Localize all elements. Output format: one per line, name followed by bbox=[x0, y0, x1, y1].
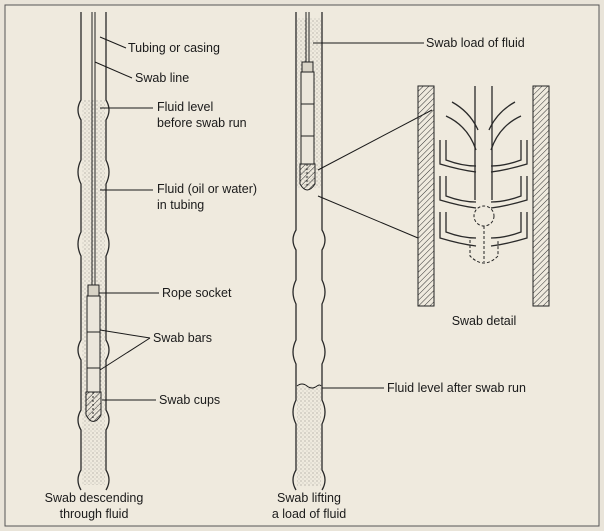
caption-left-line-1: Swab descending bbox=[45, 491, 144, 505]
left-well-tubing bbox=[77, 12, 110, 491]
label-tubing-or-casing: Tubing or casing bbox=[128, 41, 220, 55]
left-swab-bars bbox=[86, 295, 101, 393]
label-swab-load-of-fluid: Swab load of fluid bbox=[426, 36, 525, 50]
left-swab-cups bbox=[85, 391, 102, 422]
label-rope-socket: Rope socket bbox=[162, 286, 232, 300]
label-swab-detail: Swab detail bbox=[452, 314, 517, 328]
middle-well-tubing bbox=[292, 12, 326, 491]
middle-fluid-level-mark bbox=[296, 383, 322, 389]
label-swab-bars: Swab bars bbox=[153, 331, 212, 345]
label-fluid-level-before-2: before swab run bbox=[157, 116, 247, 130]
middle-rope-socket bbox=[301, 61, 314, 73]
caption-middle-line-2: a load of fluid bbox=[272, 507, 346, 521]
label-swab-line: Swab line bbox=[135, 71, 189, 85]
swab-detail-view bbox=[417, 85, 550, 307]
left-rope-socket bbox=[87, 284, 100, 297]
label-swab-cups: Swab cups bbox=[159, 393, 220, 407]
middle-fluid-below bbox=[297, 386, 321, 486]
caption-left-line-2: through fluid bbox=[60, 507, 129, 521]
middle-swab-bars bbox=[300, 71, 315, 165]
label-fluid-in-tubing-1: Fluid (oil or water) bbox=[157, 182, 257, 196]
caption-middle-line-1: Swab lifting bbox=[277, 491, 341, 505]
label-fluid-in-tubing-2: in tubing bbox=[157, 198, 204, 212]
label-fluid-level-after: Fluid level after swab run bbox=[387, 381, 526, 395]
label-fluid-level-before-1: Fluid level bbox=[157, 100, 213, 114]
